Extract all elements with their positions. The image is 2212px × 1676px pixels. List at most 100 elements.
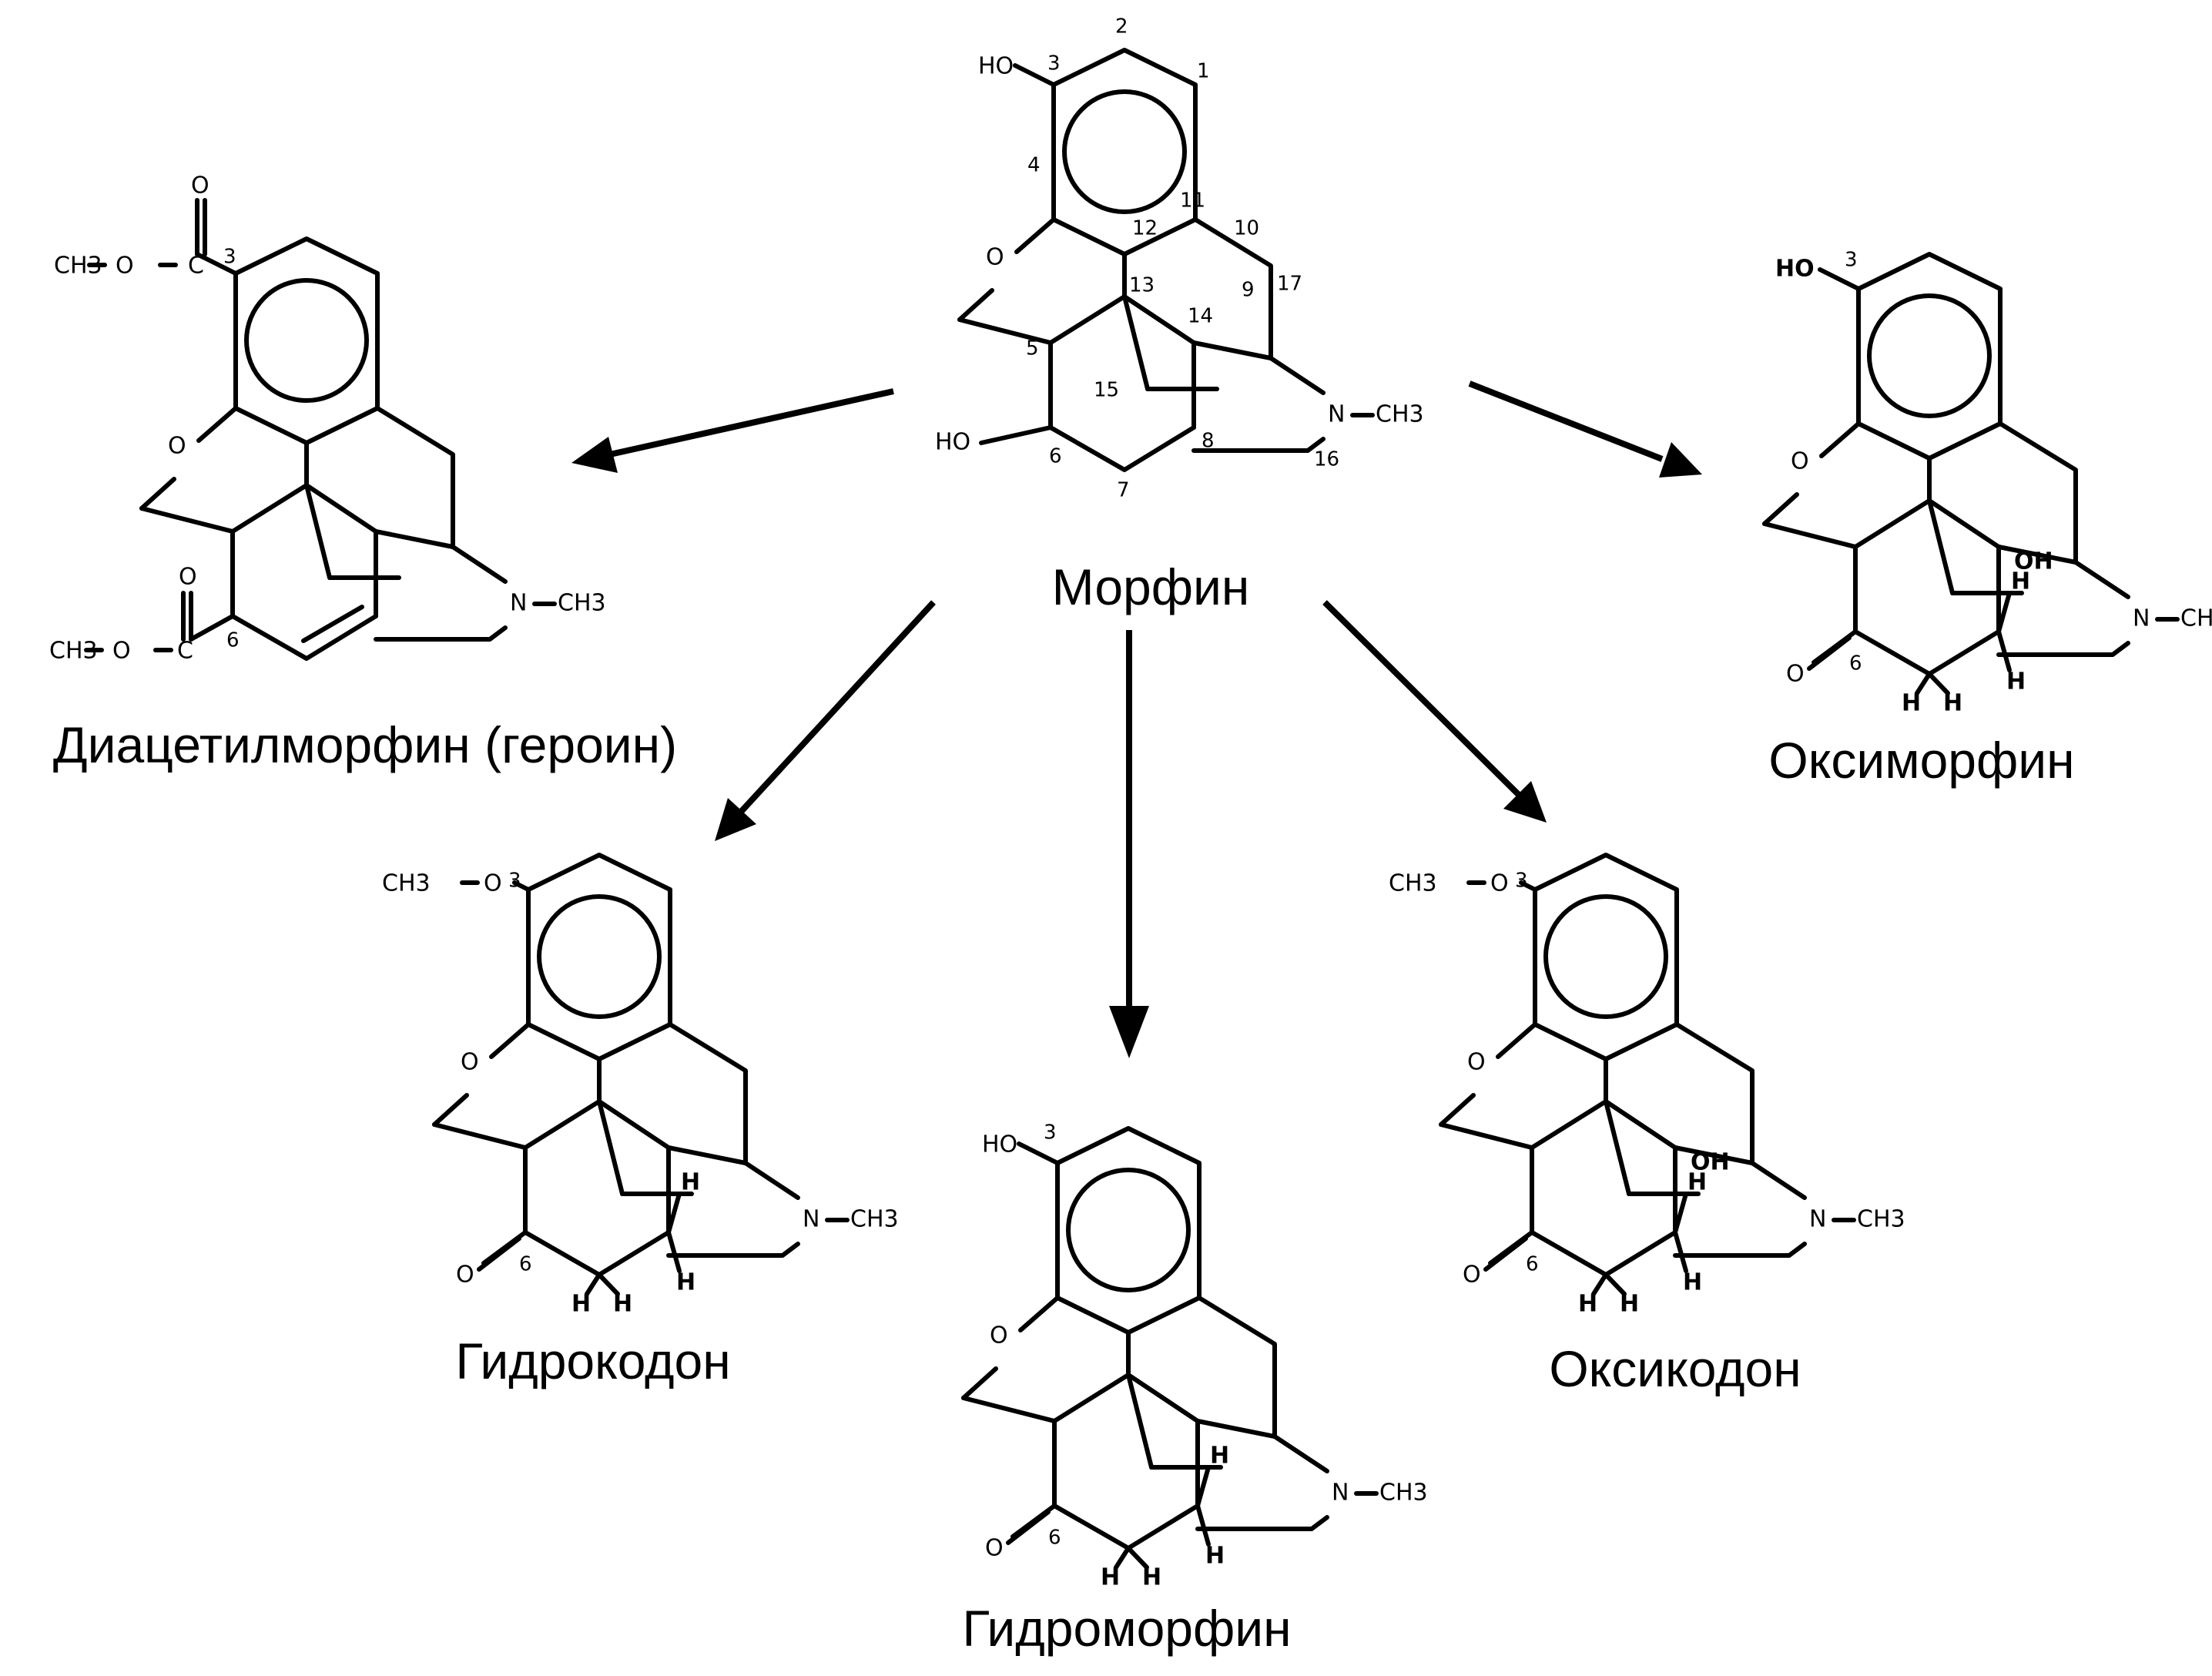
hydrocodone-n-ch3-label: CH3 [850,1206,899,1233]
oxymorphone-h3: H [1902,690,1921,717]
oxycodone-h1: H [1687,1169,1707,1196]
oxycodone-structure: CH3 O 3 O OH N CH3 O 6 H H H H Оксикодон [1389,853,1905,1397]
position-9: 9 [1242,279,1255,302]
oxymorphone-skeleton [1762,252,2180,696]
heroin-o-bottom-label: O [112,638,131,665]
position-8: 8 [1202,430,1215,453]
hydrocodone-h2: H [676,1269,695,1296]
oxymorphone-structure: HO 3 O OH N CH3 O 6 H H H H Оксиморфин [1762,249,2212,789]
hydromorphone-ho-label: HO [982,1131,1017,1158]
heroin-ch3-top-label: CH3 [54,253,102,280]
heroin-ch3-bottom-label: CH3 [49,638,98,665]
position-6: 6 [1049,445,1062,468]
hydrocodone-ch3-label: CH3 [382,870,431,897]
heroin-structure: CH3 O C O 3 O CH3 O C O 6 N CH3 Диацетил… [49,173,677,774]
position-11: 11 [1180,189,1205,213]
hydrocodone-h4: H [613,1291,632,1318]
heroin-n-label: N [510,590,527,617]
oxycodone-h2: H [1683,1269,1702,1296]
hydromorphone-position-6: 6 [1048,1527,1061,1550]
hydrocodone-o-bridge-label: O [461,1049,479,1076]
position-5: 5 [1026,337,1039,360]
oxymorphone-o-keto-label: O [1786,661,1805,688]
heroin-skeleton [84,198,557,661]
hydrocodone-position-3: 3 [508,870,521,893]
oxymorphone-position-3: 3 [1845,249,1858,272]
hydrocodone-position-6: 6 [519,1253,532,1276]
position-12: 12 [1132,217,1158,240]
heroin-c-bottom-label: C [177,638,193,665]
oxycodone-h4: H [1620,1291,1639,1318]
hydrocodone-structure: CH3 O 3 O N CH3 O 6 H H H H Гидрокодон [382,853,899,1389]
heroin-position-6: 6 [226,629,240,652]
oxymorphone-h1: H [2011,568,2030,595]
oxycodone-skeleton [1439,853,1856,1296]
hydromorphone-o-bridge-label: O [990,1322,1008,1349]
hydrocodone-h1: H [681,1169,700,1196]
position-10: 10 [1234,217,1259,240]
oxycodone-o-keto-label: O [1463,1262,1481,1289]
hydromorphone-ch3-label: CH3 [1379,1480,1428,1507]
morphine-name: Морфин [1052,558,1250,615]
hydromorphone-h4: H [1142,1564,1161,1591]
morphine-skeleton [957,48,1375,472]
oxymorphone-name: Оксиморфин [1768,732,2074,789]
position-7: 7 [1117,479,1130,502]
position-17: 17 [1277,273,1302,296]
oxycodone-n-label: N [1809,1206,1826,1233]
morphine-o-bridge-label: O [986,244,1004,271]
morphine-ho6-label: HO [935,429,970,456]
hydromorphone-name: Гидроморфин [962,1600,1291,1657]
hydromorphone-h2: H [1205,1543,1225,1570]
hydromorphone-h3: H [1101,1564,1120,1591]
position-1: 1 [1197,60,1210,83]
morphine-ho3-label: HO [978,53,1014,80]
morphine-position-numbers: 1 2 3 4 5 6 7 8 9 10 11 12 13 14 15 16 1… [1026,15,1339,502]
heroin-o-carbonyl-top-label: O [191,173,209,199]
oxycodone-atoms: CH3 O 3 O OH N CH3 O 6 H H H H [1389,870,1905,1318]
position-4: 4 [1027,154,1041,177]
heroin-atoms: CH3 O C O 3 O CH3 O C O 6 N CH3 [49,173,606,665]
oxycodone-o-bridge-label: O [1467,1049,1486,1076]
hydrocodone-name: Гидрокодон [455,1332,730,1389]
position-15: 15 [1094,379,1119,402]
position-14: 14 [1188,305,1213,328]
hydromorphone-position-3: 3 [1044,1121,1057,1145]
heroin-n-ch3-label: CH3 [558,590,606,617]
hydrocodone-atoms: CH3 O 3 O N CH3 O 6 H H H H [382,870,899,1318]
reaction-arrows [571,380,1702,1058]
oxymorphone-o-bridge-label: O [1791,448,1809,475]
arrow-to-heroin [571,388,894,473]
hydromorphone-n-label: N [1332,1480,1349,1507]
oxycodone-h3: H [1578,1291,1597,1318]
oxycodone-position-6: 6 [1526,1253,1539,1276]
morphine-n-label: N [1328,401,1345,428]
oxymorphone-atoms: HO 3 O OH N CH3 O 6 H H H H [1775,249,2212,717]
heroin-o-carbonyl-bottom-label: O [179,564,197,591]
hydrocodone-n-label: N [803,1206,819,1233]
heroin-position-3: 3 [223,246,236,269]
hydrocodone-h3: H [571,1291,591,1318]
oxycodone-o-methoxy-label: O [1490,870,1509,897]
oxycodone-position-3: 3 [1515,870,1528,893]
hydromorphone-skeleton [961,1126,1379,1570]
arrow-to-hydrocodone [715,600,936,841]
morphine-atoms: HO O HO N CH3 [935,53,1424,456]
position-16: 16 [1314,448,1339,471]
oxymorphone-h2: H [2006,669,2026,696]
hydrocodone-skeleton [432,853,850,1296]
position-13: 13 [1129,274,1155,297]
oxymorphone-oh-label: OH [2014,548,2053,575]
position-3: 3 [1047,52,1061,75]
oxycodone-name: Оксикодон [1549,1340,1801,1397]
hydromorphone-structure: HO 3 O N CH3 O 6 H H H H Гидроморфин [961,1121,1428,1657]
arrow-to-oxymorphone [1468,380,1702,478]
hydrocodone-o-keto-label: O [456,1262,474,1289]
heroin-c-top-label: C [188,253,204,280]
morphine-ch3-label: CH3 [1376,401,1424,428]
hydromorphone-o-keto-label: O [985,1535,1004,1562]
oxymorphone-n-label: N [2133,605,2150,632]
morphine-structure: HO O HO N CH3 1 2 3 4 5 6 7 8 9 10 11 12… [935,15,1424,616]
oxymorphone-ho-label: HO [1775,256,1815,283]
